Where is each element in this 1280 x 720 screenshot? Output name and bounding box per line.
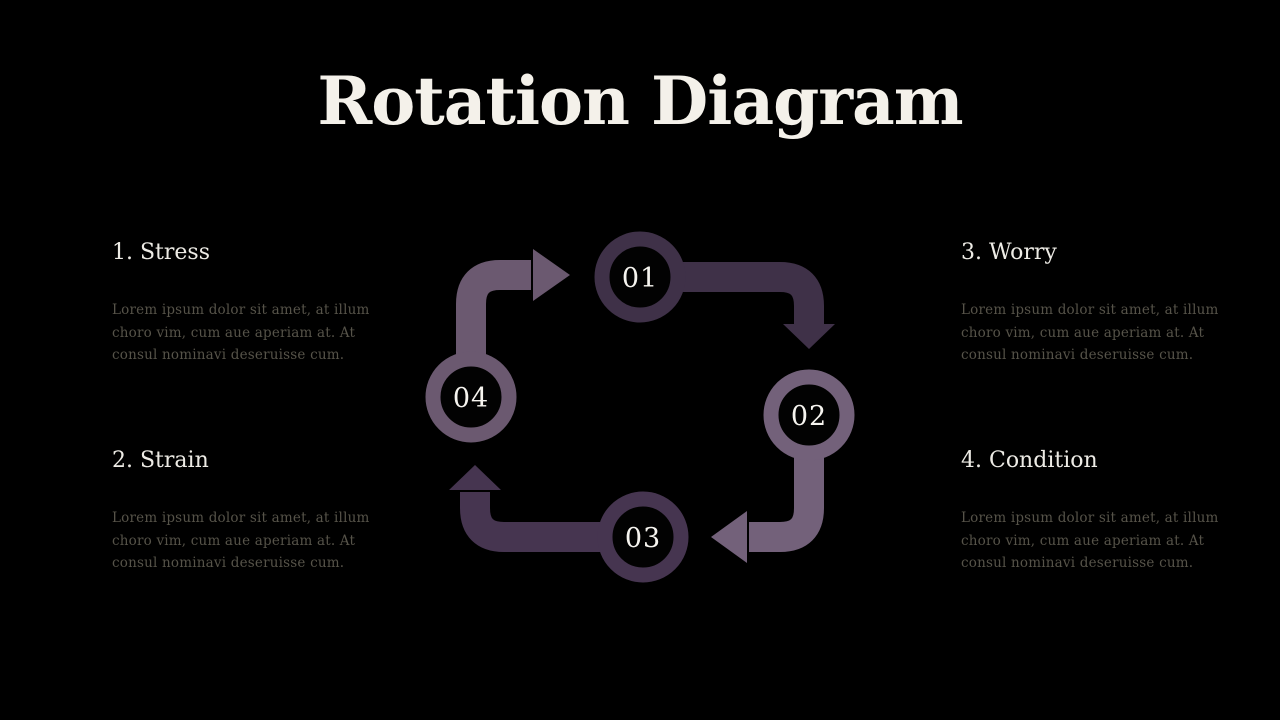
block-worry-heading: 3. Worry	[961, 240, 1057, 265]
step-node-02: 02	[763, 369, 855, 461]
step-node-04: 04	[425, 351, 517, 443]
body-line: choro vim, cum aue aperiam at. At	[961, 324, 1205, 341]
step-number-01: 01	[622, 263, 658, 294]
body-line: consul nominavi deseruisse cum.	[112, 347, 345, 364]
body-line: choro vim, cum aue aperiam at. At	[112, 324, 356, 341]
block-stress: 1. Stress Lorem ipsum dolor sit amet, at…	[112, 238, 370, 367]
block-strain-body: Lorem ipsum dolor sit amet, at illum cho…	[112, 507, 370, 575]
arrow-04-to-01-pipe	[456, 260, 531, 397]
body-line: consul nominavi deseruisse cum.	[961, 347, 1194, 364]
body-line: Lorem ipsum dolor sit amet, at illum	[112, 302, 370, 318]
body-line: choro vim, cum aue aperiam at. At	[112, 532, 356, 549]
block-stress-body: Lorem ipsum dolor sit amet, at illum cho…	[112, 299, 370, 367]
arrow-01-to-02-head	[783, 324, 835, 349]
arrow-03-to-04-head	[449, 465, 501, 490]
step-number-04: 04	[453, 383, 489, 414]
body-line: choro vim, cum aue aperiam at. At	[961, 532, 1205, 549]
block-strain-heading: 2. Strain	[112, 448, 209, 473]
arrow-01-to-02-pipe	[640, 262, 824, 326]
block-strain: 2. Strain Lorem ipsum dolor sit amet, at…	[112, 446, 370, 575]
body-line: Lorem ipsum dolor sit amet, at illum	[112, 510, 370, 526]
block-worry: 3. Worry Lorem ipsum dolor sit amet, at …	[961, 238, 1219, 367]
step-node-03: 03	[597, 491, 689, 583]
body-line: Lorem ipsum dolor sit amet, at illum	[961, 302, 1219, 318]
step-number-02: 02	[791, 401, 827, 432]
step-ring-03	[597, 491, 689, 583]
step-number-03: 03	[625, 523, 661, 554]
block-stress-heading: 1. Stress	[112, 240, 211, 265]
arrow-02-to-03-pipe	[749, 415, 824, 552]
block-condition-heading: 4. Condition	[961, 448, 1098, 473]
arrow-02-to-03-head	[711, 511, 747, 563]
arrow-04-to-01-head	[533, 249, 570, 301]
body-line: Lorem ipsum dolor sit amet, at illum	[961, 510, 1219, 526]
step-ring-02	[763, 369, 855, 461]
step-ring-01	[594, 231, 686, 323]
step-ring-04	[425, 351, 517, 443]
block-condition-body: Lorem ipsum dolor sit amet, at illum cho…	[961, 507, 1219, 575]
step-node-01: 01	[594, 231, 686, 323]
page-title: Rotation Diagram	[317, 62, 963, 140]
body-line: consul nominavi deseruisse cum.	[961, 555, 1194, 572]
arrow-03-to-04-pipe	[460, 492, 643, 552]
block-condition: 4. Condition Lorem ipsum dolor sit amet,…	[961, 446, 1219, 575]
body-line: consul nominavi deseruisse cum.	[112, 555, 345, 572]
block-worry-body: Lorem ipsum dolor sit amet, at illum cho…	[961, 299, 1219, 367]
